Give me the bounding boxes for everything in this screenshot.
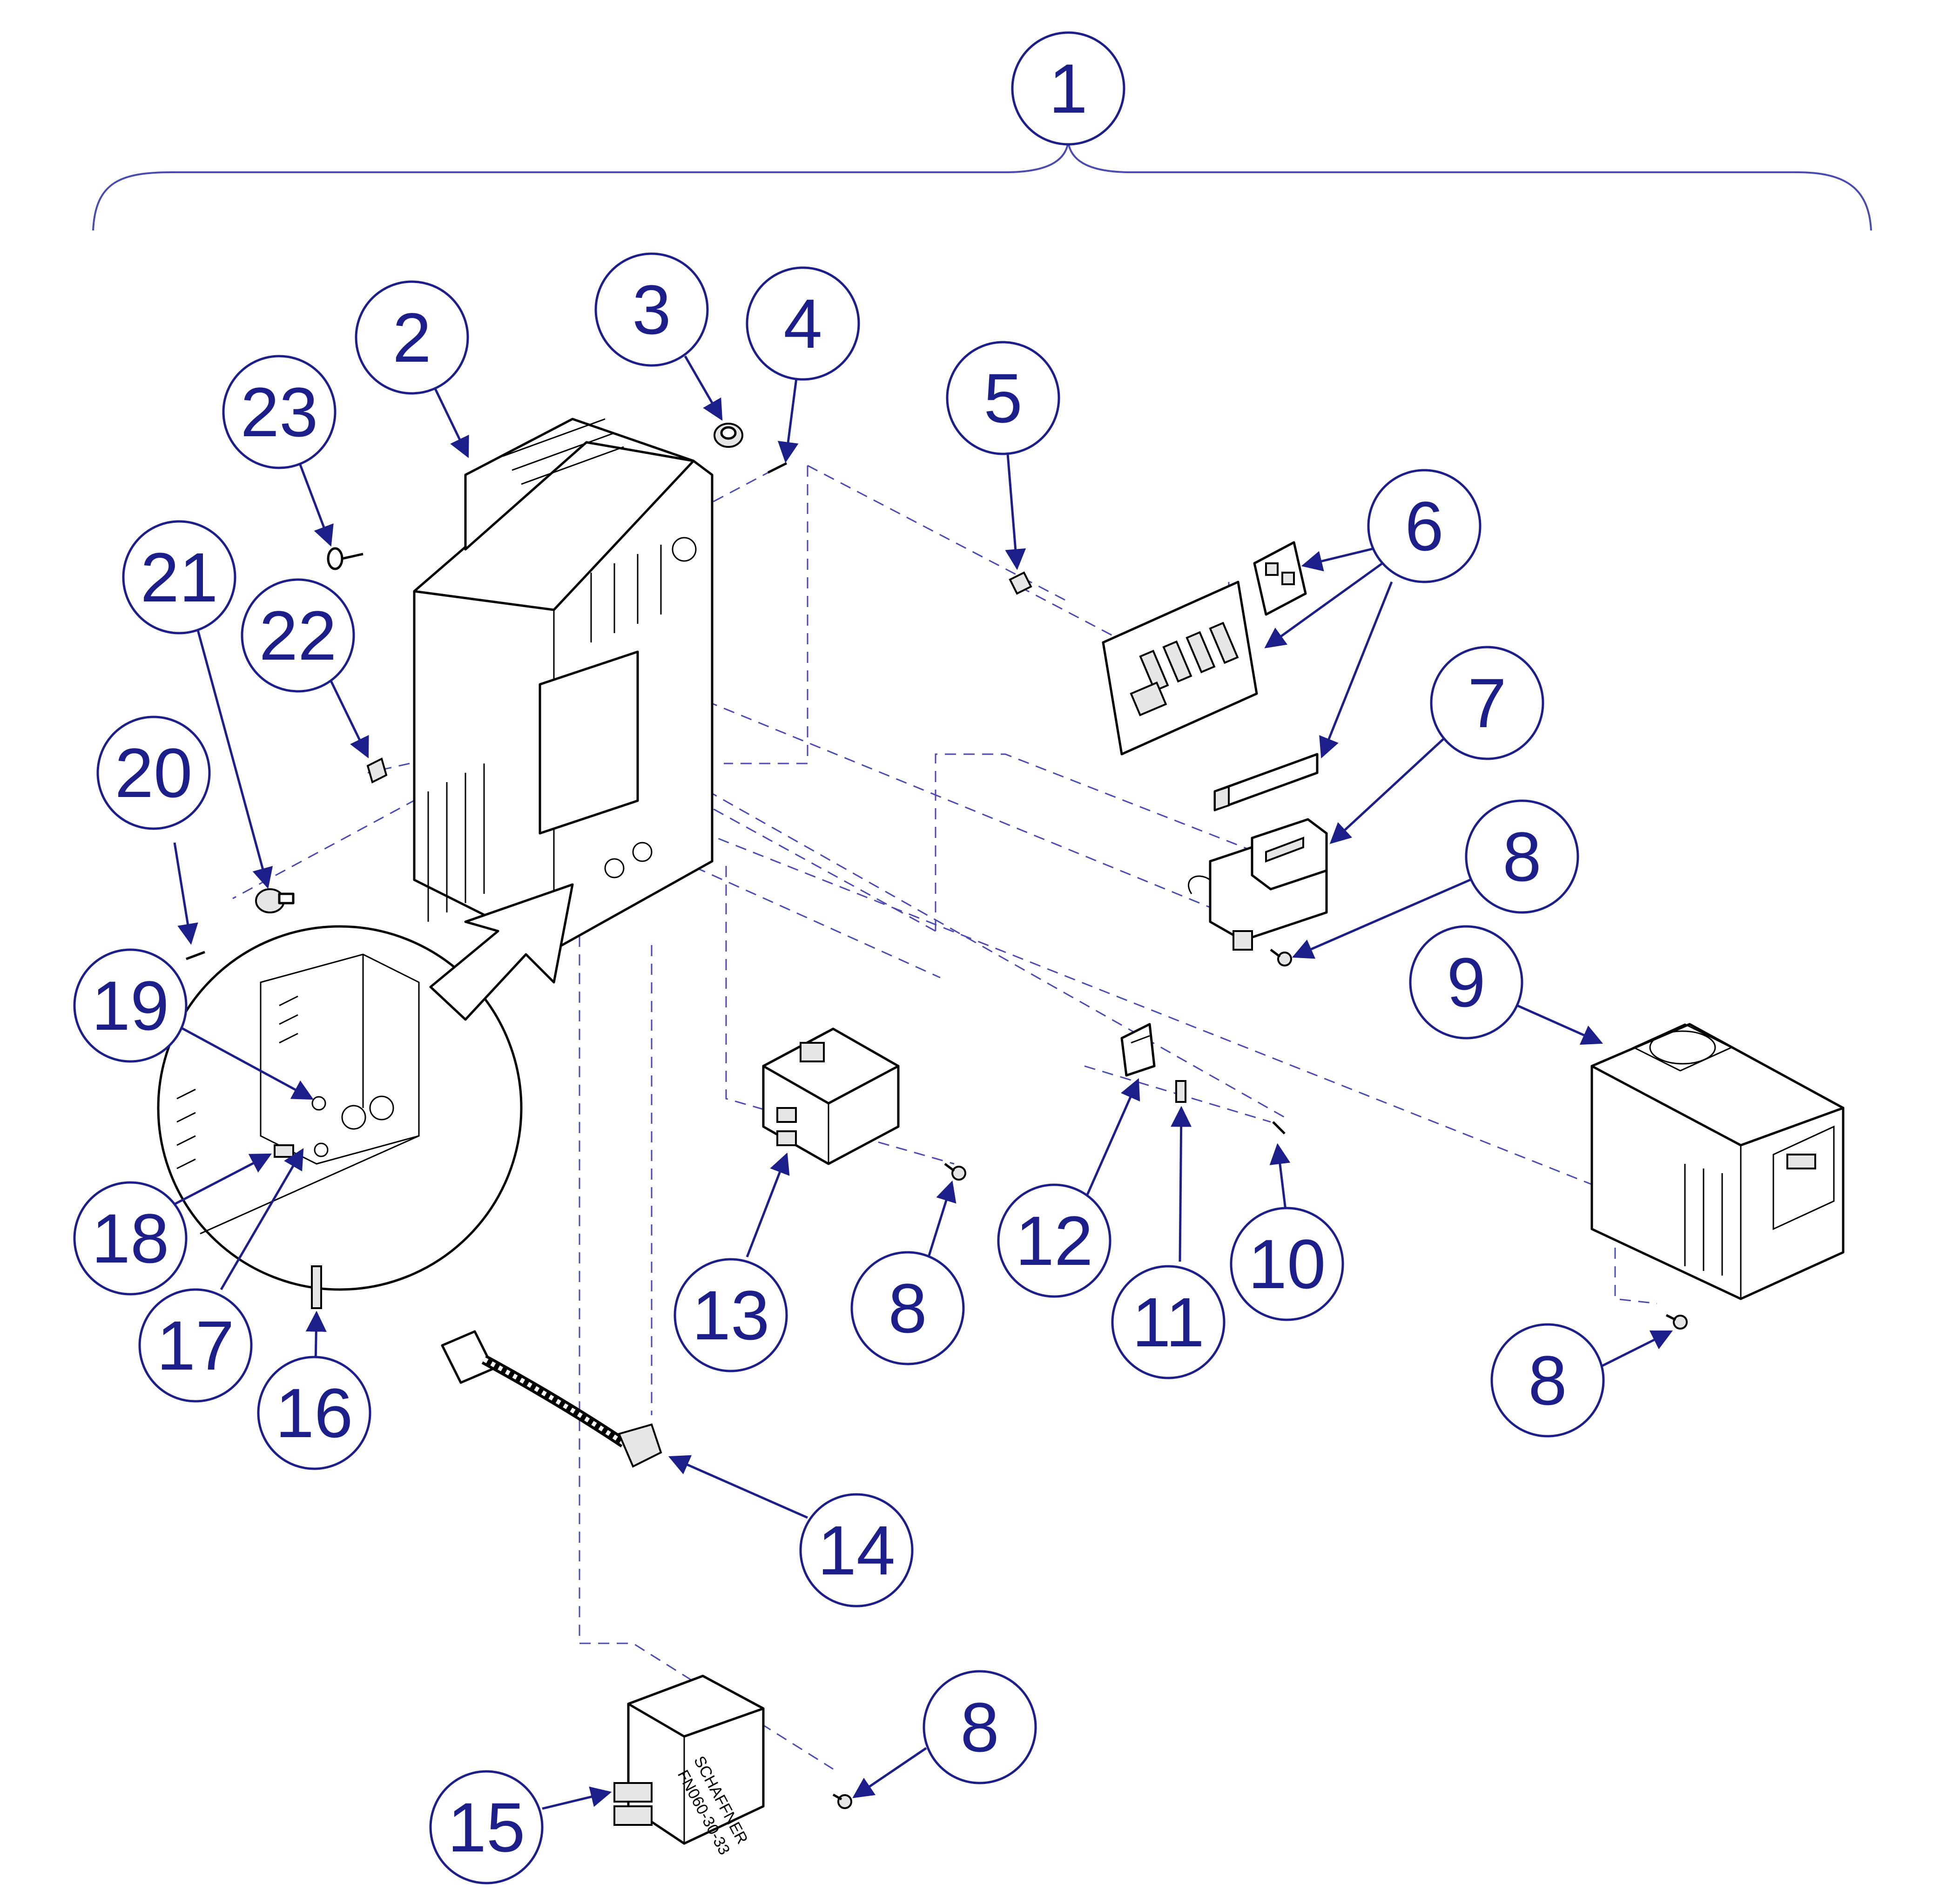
callout-15: 15 <box>429 1770 544 1884</box>
svg-text:7: 7 <box>1468 664 1506 742</box>
leader-lines <box>153 355 1673 1810</box>
callout-11: 11 <box>1111 1265 1226 1379</box>
svg-text:15: 15 <box>448 1788 525 1866</box>
callout-18: 18 <box>73 1181 188 1296</box>
callout-16: 16 <box>257 1356 371 1470</box>
drive-unit <box>1590 1023 1845 1300</box>
svg-text:9: 9 <box>1447 943 1485 1021</box>
fuse-holder <box>1120 1023 1156 1077</box>
svg-text:12: 12 <box>1016 1202 1093 1280</box>
standoff-clip <box>1009 571 1032 595</box>
callout-10: 10 <box>1230 1207 1344 1321</box>
screw <box>832 1793 852 1809</box>
callout-8: 8 <box>850 1251 965 1365</box>
contactor <box>762 1027 900 1165</box>
assembly-brace <box>92 142 1872 231</box>
callout-12: 12 <box>997 1183 1111 1298</box>
terminal-strip <box>1213 753 1319 811</box>
line-filter: SCHAFFNER FN060-30-33 <box>613 1675 765 1858</box>
screw <box>944 1163 966 1181</box>
svg-text:4: 4 <box>783 284 822 363</box>
svg-text:6: 6 <box>1405 487 1443 565</box>
thermostat <box>255 888 295 913</box>
clip <box>366 757 388 784</box>
svg-text:8: 8 <box>1502 817 1541 896</box>
callout-4: 4 <box>746 266 860 381</box>
daughter-board <box>1253 541 1307 616</box>
callout-8: 8 <box>1490 1323 1605 1438</box>
callout-8: 8 <box>1465 799 1579 914</box>
callout-8: 8 <box>923 1670 1037 1784</box>
svg-text:17: 17 <box>157 1306 235 1385</box>
svg-text:8: 8 <box>960 1688 999 1766</box>
callout-6: 6 <box>1367 469 1482 583</box>
callout-5: 5 <box>946 341 1060 455</box>
svg-text:19: 19 <box>92 966 169 1045</box>
callout-3: 3 <box>594 252 709 367</box>
callout-2: 2 <box>355 280 469 395</box>
screw <box>1270 949 1292 966</box>
svg-text:20: 20 <box>115 734 193 812</box>
bushing <box>327 547 364 570</box>
callout-21: 21 <box>122 520 236 635</box>
svg-text:8: 8 <box>1528 1341 1567 1419</box>
callout-23: 23 <box>222 355 337 469</box>
svg-text:13: 13 <box>692 1276 770 1354</box>
pin <box>767 462 788 474</box>
detail-magnifier <box>157 883 574 1309</box>
control-board <box>1102 581 1258 756</box>
callout-17: 17 <box>138 1288 253 1403</box>
svg-text:22: 22 <box>259 596 337 675</box>
callout-9: 9 <box>1409 925 1523 1040</box>
power-cord <box>441 1330 662 1468</box>
callout-22: 22 <box>241 578 355 693</box>
svg-text:21: 21 <box>141 538 218 616</box>
callout-19: 19 <box>73 948 188 1063</box>
svg-text:3: 3 <box>632 270 671 349</box>
transformer <box>1188 818 1328 951</box>
svg-text:16: 16 <box>276 1374 353 1452</box>
fuse <box>1175 1080 1186 1103</box>
callout-14: 14 <box>799 1493 914 1608</box>
screw <box>186 951 205 960</box>
svg-text:10: 10 <box>1248 1225 1326 1303</box>
svg-text:5: 5 <box>983 359 1022 437</box>
enclosure-chassis <box>413 418 714 951</box>
callout-1: 1 <box>1011 31 1125 146</box>
svg-text:2: 2 <box>392 298 431 377</box>
callout-7: 7 <box>1430 646 1544 760</box>
screw <box>1272 1121 1286 1135</box>
grommet <box>714 423 743 448</box>
svg-text:23: 23 <box>241 373 318 451</box>
svg-text:11: 11 <box>1132 1283 1205 1361</box>
svg-text:8: 8 <box>888 1269 927 1347</box>
svg-text:1: 1 <box>1049 49 1087 128</box>
callout-13: 13 <box>674 1258 788 1372</box>
svg-text:14: 14 <box>818 1511 896 1589</box>
callout-20: 20 <box>96 716 211 830</box>
screw <box>1665 1314 1688 1330</box>
svg-text:18: 18 <box>92 1199 169 1277</box>
